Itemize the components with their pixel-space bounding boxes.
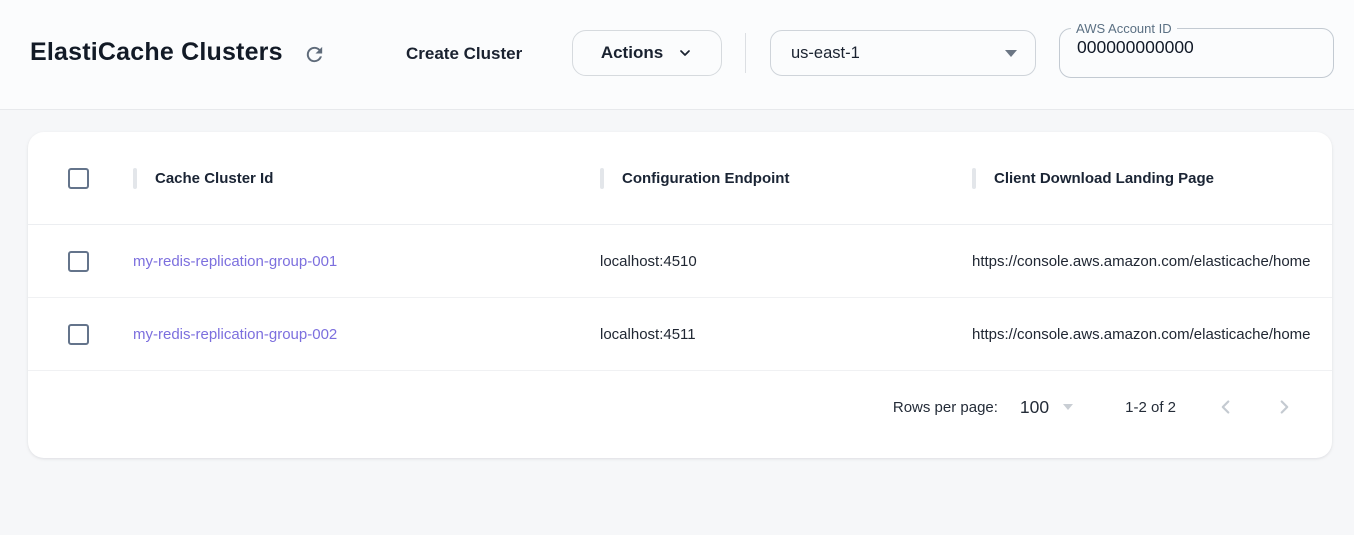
column-header-cache-cluster-id: Cache Cluster Id: [155, 169, 274, 187]
chevron-down-icon: [677, 45, 693, 61]
pagination-range-label: 1-2 of 2: [1125, 398, 1176, 416]
column-header-client-download-landing-page: Client Download Landing Page: [994, 169, 1215, 187]
table-header-row: Cache Cluster Id Configuration Endpoint …: [28, 132, 1332, 225]
header-divider: [745, 33, 746, 73]
chevron-right-icon: [1273, 396, 1295, 418]
landing-page-url: https://console.aws.amazon.com/elasticac…: [972, 325, 1311, 343]
rows-per-page-value: 100: [1019, 396, 1050, 417]
aws-account-id-label: AWS Account ID: [1076, 21, 1172, 36]
refresh-button[interactable]: [300, 40, 328, 68]
select-caret-icon: [1063, 404, 1074, 410]
aws-account-id-field-outline: AWS Account ID: [1059, 22, 1334, 78]
table-row: my-redis-replication-group-002 localhost…: [28, 298, 1332, 371]
rows-per-page-label: Rows per page:: [892, 398, 998, 416]
actions-button-label: Actions: [600, 43, 664, 62]
cluster-id-link[interactable]: my-redis-replication-group-002: [133, 325, 338, 343]
app-header: ElastiCache Clusters Create Cluster Acti…: [0, 0, 1354, 110]
select-all-checkbox[interactable]: [68, 167, 89, 189]
region-select[interactable]: us-east-1: [770, 30, 1036, 76]
region-select-value: us-east-1: [791, 43, 860, 62]
create-cluster-button[interactable]: Create Cluster: [390, 34, 538, 74]
rows-per-page-select[interactable]: 100: [1019, 396, 1074, 418]
page-title: ElastiCache Clusters: [30, 38, 283, 66]
column-header-configuration-endpoint: Configuration Endpoint: [622, 169, 790, 187]
landing-page-url: https://console.aws.amazon.com/elasticac…: [972, 252, 1311, 270]
refresh-icon: [303, 43, 326, 66]
row-checkbox[interactable]: [68, 323, 89, 345]
previous-page-button[interactable]: [1208, 389, 1244, 425]
column-separator: [972, 167, 976, 189]
chevron-left-icon: [1215, 396, 1237, 418]
table-pagination: Rows per page: 100 1-2 of 2: [28, 371, 1332, 443]
actions-button[interactable]: Actions: [572, 30, 722, 76]
table-row: my-redis-replication-group-001 localhost…: [28, 225, 1332, 298]
select-caret-icon: [1005, 49, 1017, 57]
configuration-endpoint-value: localhost:4511: [600, 325, 696, 343]
configuration-endpoint-value: localhost:4510: [600, 252, 697, 270]
column-separator: [133, 167, 137, 189]
main-content: Cache Cluster Id Configuration Endpoint …: [0, 110, 1354, 535]
cluster-id-link[interactable]: my-redis-replication-group-001: [133, 252, 338, 270]
aws-account-id-input[interactable]: [1060, 35, 1333, 66]
column-separator: [600, 167, 604, 189]
clusters-table-card: Cache Cluster Id Configuration Endpoint …: [28, 132, 1332, 458]
row-checkbox[interactable]: [68, 250, 89, 272]
next-page-button[interactable]: [1266, 389, 1302, 425]
